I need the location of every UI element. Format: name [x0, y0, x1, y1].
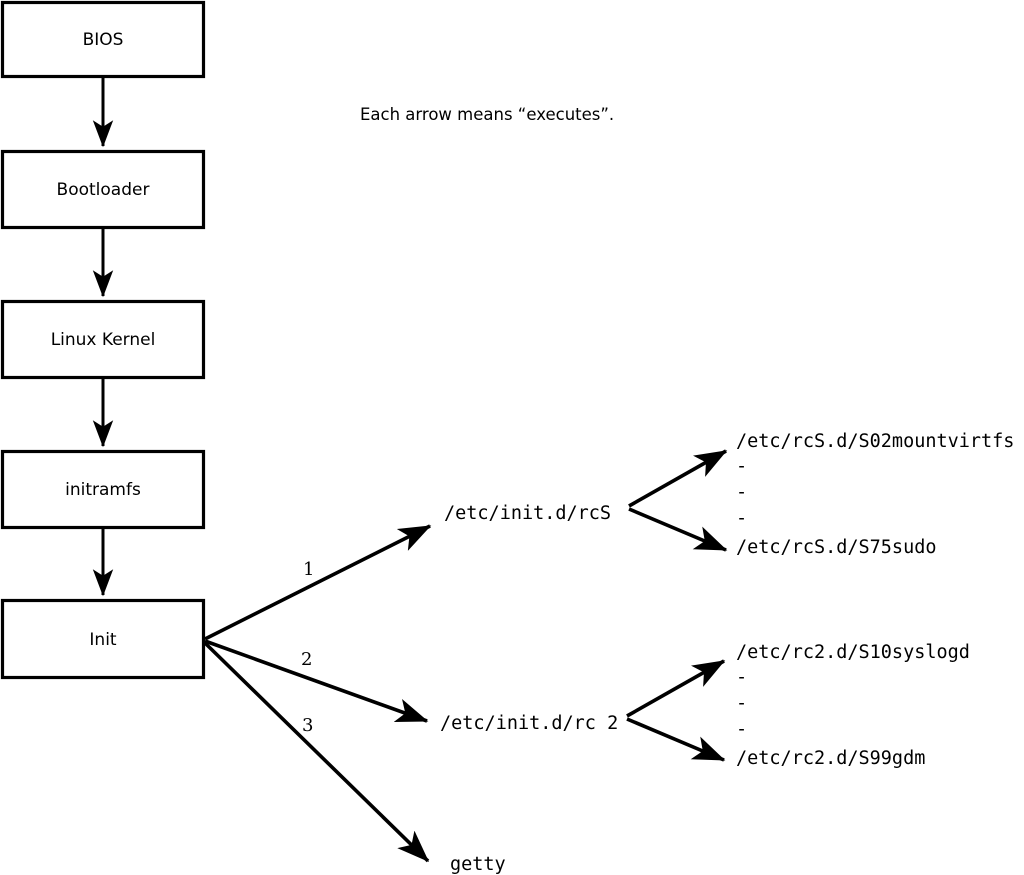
rcs-script-last[interactable]: /etc/rcS.d/S75sudo — [736, 537, 936, 558]
arrow-init-to-rcs — [204, 524, 432, 641]
rc2-ellipsis-dash-3: - — [736, 719, 747, 740]
node-linux-kernel-box[interactable] — [0, 299, 206, 380]
rc2-script-list: /etc/rc2.d/S10syslogd - - - /etc/rc2.d/S… — [736, 642, 970, 769]
node-bootloader-box[interactable] — [0, 149, 206, 230]
node-getty-label[interactable]: getty — [450, 854, 506, 875]
rcs-ellipsis-dash-1: - — [736, 456, 747, 477]
rcs-script-first[interactable]: /etc/rcS.d/S02mountvirtfs — [736, 431, 1014, 452]
node-initramfs-label: initramfs — [65, 480, 141, 500]
node-bios[interactable]: BIOS — [0, 0, 206, 79]
node-initramfs[interactable]: initramfs — [0, 449, 206, 530]
rc2-script-last[interactable]: /etc/rc2.d/S99gdm — [736, 748, 925, 769]
node-init-d-rc2-label[interactable]: /etc/init.d/rc 2 — [440, 713, 618, 734]
node-linux-kernel[interactable]: Linux Kernel — [0, 299, 206, 380]
node-bios-box[interactable] — [0, 0, 206, 79]
arrow-rc2-to-last-script — [626, 717, 726, 762]
node-init-d-rcs-label[interactable]: /etc/init.d/rcS — [444, 503, 611, 524]
caption-executes: Each arrow means “executes”. — [360, 105, 614, 124]
rcs-ellipsis-dash-3: - — [736, 508, 747, 529]
arrow-init-to-getty — [203, 641, 430, 863]
branch-numbers: 1 2 3 — [301, 559, 314, 736]
boot-chain-group: BIOS Bootloader Linux Kernel initramfs I… — [0, 0, 206, 680]
node-init-box[interactable] — [0, 598, 206, 680]
rcs-script-list: /etc/rcS.d/S02mountvirtfs - - - /etc/rcS… — [736, 431, 1014, 558]
arrow-init-to-rc2 — [204, 639, 429, 723]
rc2-script-first[interactable]: /etc/rc2.d/S10syslogd — [736, 642, 970, 663]
node-linux-kernel-label: Linux Kernel — [51, 330, 156, 350]
rcs-fork-arrows — [628, 449, 728, 552]
node-initramfs-box[interactable] — [0, 449, 206, 530]
init-fanout-arrows — [203, 524, 432, 863]
branch-number-3: 3 — [302, 715, 313, 736]
arrow-rc2-to-first-script — [626, 659, 726, 718]
rcs-ellipsis-dash-2: - — [736, 482, 747, 503]
node-init-label: Init — [89, 630, 117, 650]
node-init[interactable]: Init — [0, 598, 206, 680]
rc2-ellipsis-dash-2: - — [736, 693, 747, 714]
arrow-rcs-to-first-script — [628, 449, 728, 508]
branch-number-1: 1 — [303, 559, 314, 580]
rc2-fork-arrows — [626, 659, 726, 762]
branch-number-2: 2 — [301, 649, 312, 670]
rc2-ellipsis-dash-1: - — [736, 667, 747, 688]
node-bootloader[interactable]: Bootloader — [0, 149, 206, 230]
node-bootloader-label: Bootloader — [57, 180, 150, 200]
node-bios-label: BIOS — [83, 30, 124, 50]
arrow-rcs-to-last-script — [628, 507, 728, 552]
